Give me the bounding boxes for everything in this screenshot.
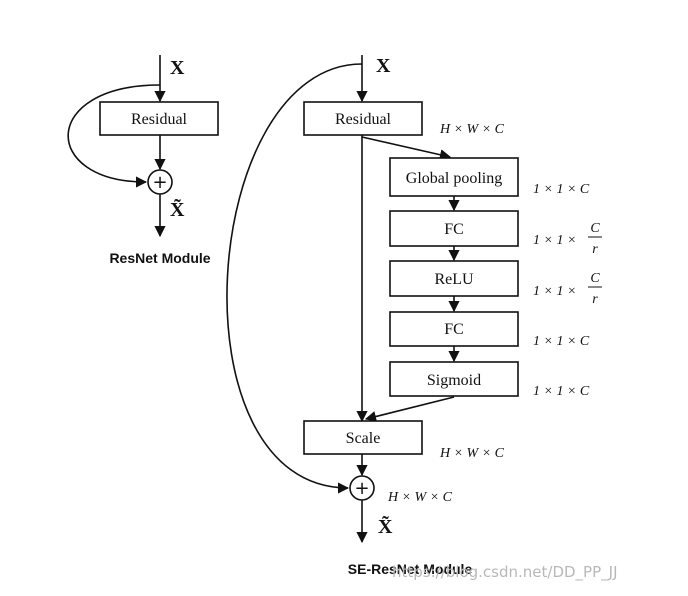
- resnet-output-label: X̃: [170, 198, 185, 221]
- fc1-frac-den: r: [592, 242, 598, 257]
- se-block-0: Global pooling 1 × 1 × C: [389, 157, 590, 197]
- se-resnet-module: X Residual H × W × C Global pooling 1 × …: [226, 55, 602, 577]
- resnet-residual-box: [99, 101, 219, 136]
- se-sum-dim: H × W × C: [387, 490, 453, 505]
- se-branch-out-arrow: [364, 396, 455, 422]
- se-residual-box: [303, 101, 423, 136]
- fc1-frac-num: C: [590, 221, 600, 236]
- resnet-module: X Residual + X̃ ResNet Module: [67, 55, 219, 266]
- resnet-input-label: X: [170, 57, 185, 79]
- global-pooling-dim: 1 × 1 × C: [533, 182, 590, 197]
- relu-label: ReLU: [434, 271, 474, 288]
- se-residual-label: Residual: [335, 111, 392, 128]
- se-block-3: FC 1 × 1 × C: [389, 311, 590, 349]
- relu-frac-num: C: [590, 271, 600, 286]
- fc2-label: FC: [444, 321, 464, 338]
- relu-dim: 1 × 1 ×: [533, 284, 576, 299]
- resnet-plus-symbol: +: [152, 172, 167, 193]
- watermark: https://blog.csdn.net/DD_PP_JJ: [392, 563, 618, 582]
- fc1-label: FC: [444, 221, 464, 238]
- scale-dim: H × W × C: [439, 446, 505, 461]
- relu-frac-den: r: [592, 292, 598, 307]
- resnet-skip-connection: [67, 84, 161, 188]
- se-output-label: X̃: [378, 515, 393, 538]
- scale-label: Scale: [346, 430, 381, 447]
- se-plus-symbol: +: [354, 478, 369, 499]
- fc1-box: [389, 210, 519, 247]
- se-skip-connection: [226, 63, 363, 494]
- relu-box: [389, 260, 519, 297]
- fc1-dim: 1 × 1 ×: [533, 233, 576, 248]
- scale-box: [303, 420, 423, 455]
- se-block-1: FC 1 × 1 × C r: [389, 210, 602, 257]
- fc2-dim: 1 × 1 × C: [533, 334, 590, 349]
- se-input-label: X: [376, 55, 391, 77]
- sigmoid-box: [389, 361, 519, 397]
- sigmoid-label: Sigmoid: [427, 372, 481, 389]
- se-resnet-caption: SE-ResNet Module: [348, 561, 473, 577]
- sigmoid-dim: 1 × 1 × C: [533, 384, 590, 399]
- se-branch-in-arrow: [361, 136, 452, 161]
- global-pooling-label: Global pooling: [406, 170, 502, 187]
- se-block-4: Sigmoid 1 × 1 × C: [389, 361, 590, 399]
- resnet-residual-label: Residual: [131, 111, 188, 128]
- se-block-2: ReLU 1 × 1 × C r: [389, 260, 602, 307]
- resnet-caption: ResNet Module: [109, 250, 210, 266]
- se-residual-dim: H × W × C: [439, 122, 505, 137]
